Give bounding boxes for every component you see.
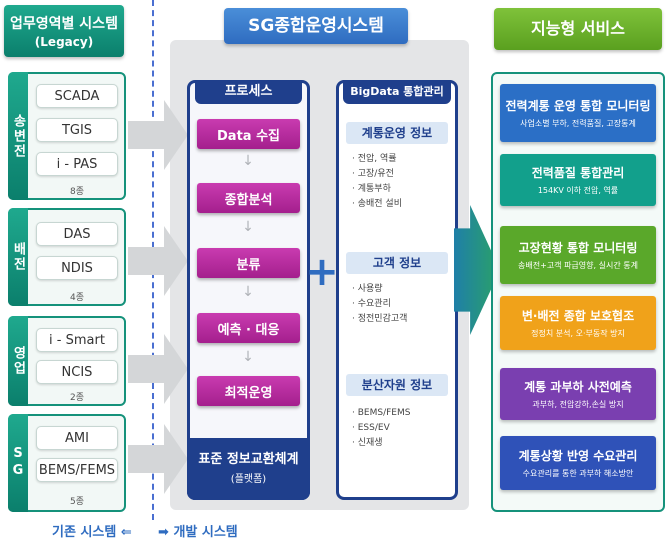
list-item: 전압, 역률 (352, 152, 452, 167)
process-title: 프로세스 (195, 80, 302, 104)
standard-exchange-title: 표준 정보교환체계 (198, 452, 299, 467)
system-box-tgis: TGIS (36, 118, 118, 142)
footer-legacy-label: 기존 시스템 ⇐ (52, 521, 132, 540)
plus-icon: + (305, 249, 339, 295)
category-customer: 고객 정보 (346, 252, 448, 274)
system-box-ipas: i - PAS (36, 152, 118, 176)
category-customer-list: 사용량 수요관리 정전민감고객 (352, 282, 452, 327)
service-desc: 과부하, 전압강하,손실 방지 (532, 400, 624, 409)
step-analysis: 종합분석 (197, 183, 300, 213)
service-desc: 154KV 이하 전압, 역률 (537, 186, 619, 195)
legacy-header: 업무영역별 시스템 (Legacy) (4, 5, 124, 57)
list-item: 고장/유전 (352, 167, 452, 182)
system-box-das: DAS (36, 222, 118, 246)
service-title: 전력품질 통합관리 (531, 166, 625, 180)
group-count-sales: 2종 (69, 393, 84, 403)
system-box-ami: AMI (36, 426, 118, 450)
list-item: ESS/EV (352, 421, 452, 436)
footer-new-text: 개발 시스템 (173, 525, 238, 540)
list-item: BEMS/FEMS (352, 406, 452, 421)
group-label-sales: 영업 (8, 316, 28, 406)
bigdata-title: BigData 통합관리 (343, 80, 451, 104)
list-item: 정전민감고객 (352, 312, 452, 327)
service-overload-forecast: 계통 과부하 사전예측 과부하, 전압강하,손실 방지 (500, 368, 656, 420)
system-box-ncis: NCIS (36, 360, 118, 384)
service-desc: 정정치 분석, 오·부동작 방지 (531, 329, 625, 338)
list-item: 사용량 (352, 282, 452, 297)
service-desc: 송배전+고객 파급영향, 실시간 통계 (518, 261, 638, 270)
service-title: 전력계통 운영 통합 모니터링 (505, 99, 651, 113)
list-item: 송배전 설비 (352, 197, 452, 212)
service-power-quality: 전력품질 통합관리 154KV 이하 전압, 역률 (500, 154, 656, 206)
legacy-title: 업무영역별 시스템 (10, 16, 118, 32)
arrow-right-icon: ➡ (158, 525, 169, 540)
step-optimal-operation: 최적운영 (197, 376, 300, 406)
system-box-ndis: NDIS (36, 256, 118, 280)
step-classification: 분류 (197, 248, 300, 278)
process-panel (187, 80, 310, 500)
arrow-down-icon: ↓ (242, 219, 254, 235)
service-title: 변·배전 종합 보호협조 (521, 309, 635, 323)
service-desc: 수요관리를 통한 과부하 해소방안 (522, 469, 634, 478)
group-label-transmission: 송변전 (8, 72, 28, 200)
group-count-transmission: 8종 (69, 187, 84, 197)
step-forecast: 예측 · 대응 (197, 313, 300, 343)
group-count-distribution: 4종 (69, 293, 84, 303)
system-box-bems: BEMS/FEMS (36, 458, 118, 482)
group-label-distribution: 배전 (8, 208, 28, 306)
service-demand-management: 계통상황 반영 수요관리 수요관리를 통한 과부하 해소방안 (500, 436, 656, 490)
center-title: SG종합운영시스템 (224, 8, 408, 44)
group-count-sg: 5종 (69, 497, 84, 507)
service-fault-monitoring: 고장현황 통합 모니터링 송배전+고객 파급영향, 실시간 통계 (500, 226, 656, 284)
footer-legacy-text: 기존 시스템 (52, 525, 117, 540)
legacy-subtitle: (Legacy) (34, 35, 94, 49)
service-protection: 변·배전 종합 보호협조 정정치 분석, 오·부동작 방지 (500, 296, 656, 350)
step-data-collection: Data 수집 (197, 119, 300, 149)
service-title: 고장현황 통합 모니터링 (518, 241, 638, 255)
arrow-down-icon: ↓ (242, 349, 254, 365)
arrow-left-icon: ⇐ (120, 525, 132, 540)
category-grid-ops: 계통운영 정보 (346, 122, 448, 144)
service-title: 계통 과부하 사전예측 (524, 380, 632, 394)
services-title: 지능형 서비스 (494, 8, 662, 50)
list-item: 수요관리 (352, 297, 452, 312)
category-distributed: 분산자원 정보 (346, 374, 448, 396)
system-box-scada: SCADA (36, 84, 118, 108)
service-title: 계통상황 반영 수요관리 (518, 449, 638, 463)
system-box-ismart: i - Smart (36, 328, 118, 352)
service-desc: 사업소별 부하, 전력품질, 고장통계 (520, 119, 636, 128)
standard-exchange-box: 표준 정보교환체계 (플랫폼) (187, 438, 310, 500)
category-distributed-list: BEMS/FEMS ESS/EV 신재생 (352, 406, 452, 451)
arrow-down-icon: ↓ (242, 153, 254, 169)
category-grid-ops-list: 전압, 역률 고장/유전 계통부하 송배전 설비 (352, 152, 452, 212)
group-label-sg: SG (8, 414, 28, 512)
footer-new-label: ➡ 개발 시스템 (158, 521, 238, 540)
service-grid-monitoring: 전력계통 운영 통합 모니터링 사업소별 부하, 전력품질, 고장통계 (500, 84, 656, 142)
arrow-down-icon: ↓ (242, 284, 254, 300)
list-item: 신재생 (352, 436, 452, 451)
standard-exchange-sub: (플랫폼) (230, 474, 267, 485)
list-item: 계통부하 (352, 182, 452, 197)
